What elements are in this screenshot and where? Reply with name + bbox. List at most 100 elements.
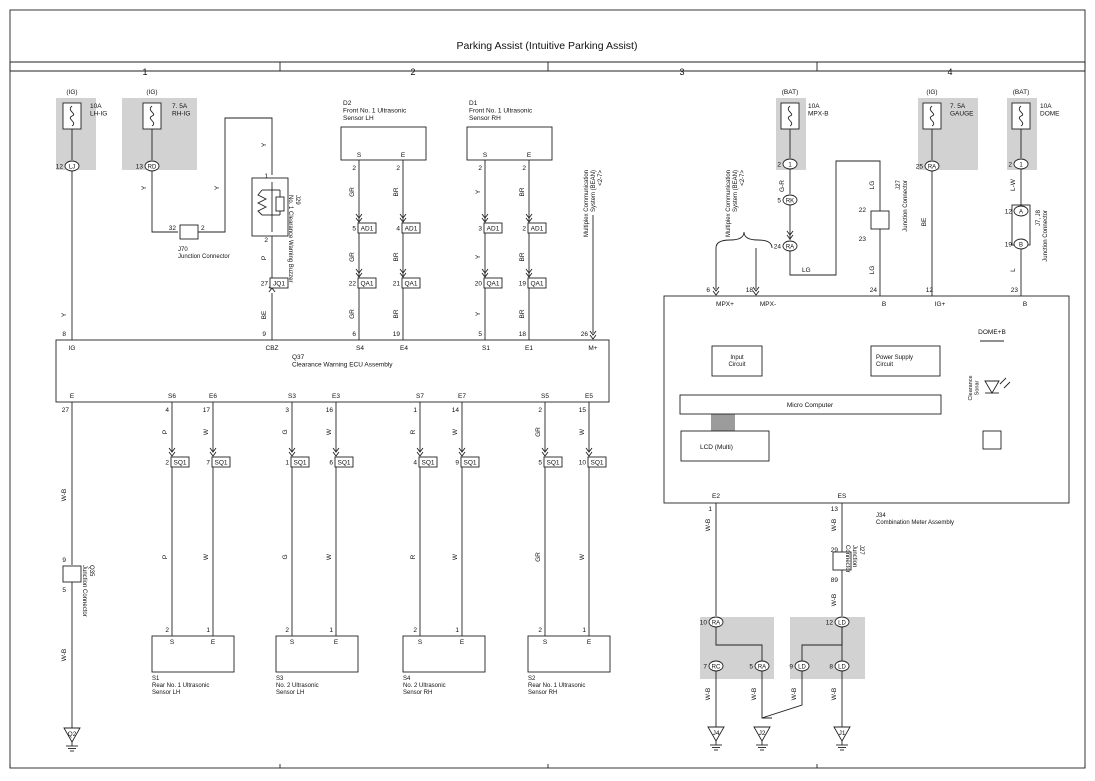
wire-color: G-R — [779, 180, 786, 192]
sensor-d2 — [340, 126, 427, 161]
label: 2 — [201, 225, 205, 232]
label-line: Junction Connector — [1043, 210, 1049, 262]
connector-pin: 5 — [352, 226, 356, 233]
connector-code: 1 — [788, 162, 792, 168]
connector-arrow — [355, 268, 363, 274]
connector-code: JQ1 — [273, 281, 285, 288]
label-line: D1 — [469, 100, 478, 107]
wire — [198, 117, 273, 233]
wire-color: W-B — [831, 519, 838, 532]
connector-pin: 5 — [538, 460, 542, 467]
connector-arrow — [458, 451, 466, 457]
wire-color: GR — [349, 252, 356, 262]
connector-qa1 — [483, 277, 503, 289]
wire-color: GR — [535, 427, 542, 437]
wire — [789, 160, 881, 276]
wire-color: W-B — [831, 688, 838, 701]
connector-1b — [1013, 158, 1029, 170]
power-source: (IG) — [926, 89, 937, 96]
connector-code: RC — [712, 664, 721, 670]
clearance-led — [984, 380, 1000, 394]
label-line: Clearance — [968, 375, 974, 400]
wire-color: G — [282, 429, 289, 434]
connector-pin: 19 — [519, 281, 527, 288]
label: 2 — [478, 165, 482, 172]
label-line: Sensor RH — [469, 115, 501, 122]
label-line: <2-7> — [740, 170, 746, 186]
label-line: DOME — [1040, 111, 1060, 118]
connector-arrow — [585, 447, 593, 453]
label: S — [483, 152, 488, 159]
wire-color: P — [261, 256, 268, 260]
connector-code: B — [1019, 242, 1023, 248]
connector-arrow — [481, 268, 489, 274]
label: 9 — [62, 557, 66, 564]
label-line: Sensor LH — [343, 115, 374, 122]
wire-color: BR — [393, 252, 400, 261]
label-line: No. 2 Ultrasonic — [276, 683, 319, 689]
fuse-lh-ig-element — [69, 105, 75, 127]
connector-sq1 — [543, 456, 563, 468]
label: E — [460, 639, 465, 646]
connector-code: AD1 — [531, 226, 544, 233]
label-line: J27 — [858, 545, 864, 555]
connector-arrow — [541, 447, 549, 453]
connector-qa1 — [401, 277, 421, 289]
connector-pin: 25 — [916, 164, 924, 171]
connector-pin: 19 — [1005, 242, 1013, 249]
connector-pin: 9 — [455, 460, 459, 467]
label: 19 — [393, 331, 401, 338]
label-line: Circuit — [876, 362, 893, 368]
label: 1 — [582, 627, 586, 634]
label-line: LH-IG — [90, 111, 107, 118]
label: S — [290, 639, 295, 646]
connector-pin: 20 — [475, 281, 483, 288]
wire — [761, 671, 772, 719]
label: 2 — [413, 627, 417, 634]
meter-pin-label: ES — [838, 493, 847, 500]
wire-color: Y — [61, 312, 68, 317]
connector-arrow — [589, 334, 597, 340]
labels: Parking Assist (Intuitive Parking Assist… — [56, 40, 1060, 738]
label: 8 — [62, 331, 66, 338]
label-line: Q35 — [88, 565, 94, 577]
connector-code: SQ1 — [463, 460, 476, 467]
connector-code: LD — [838, 620, 846, 626]
wire-color: P — [162, 555, 169, 559]
label-line: J29 — [294, 195, 300, 205]
ecu-pin-label: E3 — [332, 393, 340, 400]
ecu-pin-label: E5 — [585, 393, 593, 400]
connector-code: RA — [712, 620, 720, 626]
connector-pin: 12 — [1005, 209, 1013, 216]
connector-arrow — [355, 217, 363, 223]
connector-pin: 13 — [136, 164, 144, 171]
label-line: Sonar — [975, 380, 981, 395]
label-lcd: LCD (Multi) — [700, 444, 733, 451]
connector-sq1 — [211, 456, 231, 468]
ecu-q37 — [55, 339, 610, 403]
column-number: 1 — [142, 67, 147, 77]
wire-color: LG — [869, 266, 876, 275]
meter-pin-number: 12 — [926, 287, 934, 294]
components — [55, 102, 1070, 752]
label: 1 — [455, 627, 459, 634]
label-line: No. 2 Ultrasonic — [403, 683, 446, 689]
connector-arrow — [355, 272, 363, 278]
connector-arrow — [288, 447, 296, 453]
ecu-pin-label: E6 — [209, 393, 217, 400]
wire-color: BR — [519, 187, 526, 196]
meter-pin-label: B — [1023, 301, 1027, 308]
ecu-pin-label: M+ — [588, 345, 597, 352]
connector-arrow — [288, 451, 296, 457]
wire-color: W — [326, 553, 333, 560]
label: 2 — [522, 165, 526, 172]
connector-arrow — [481, 213, 489, 219]
label-mpx-2: Multiplex CommunicationSystem (BEAN)<2-7… — [726, 170, 746, 238]
label: E — [587, 639, 592, 646]
connector-code: LD — [838, 664, 846, 670]
connector-j27b — [832, 551, 852, 571]
connector-b — [1013, 238, 1029, 250]
